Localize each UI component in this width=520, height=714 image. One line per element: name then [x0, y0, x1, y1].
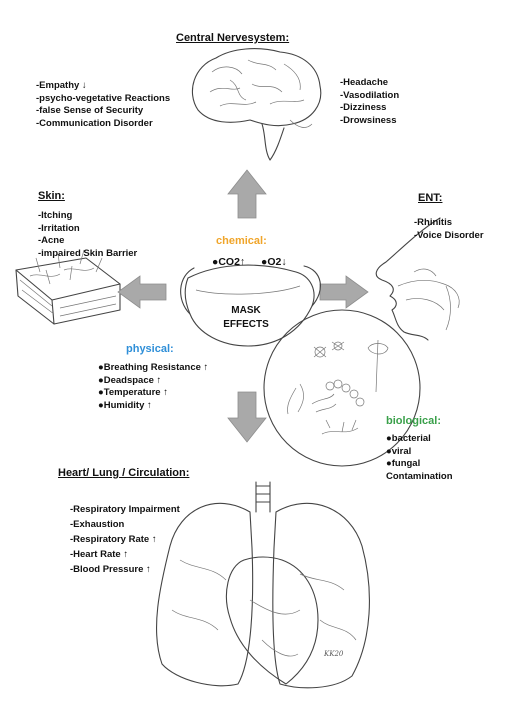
list-item: -Irritation [38, 222, 80, 234]
list-item: ●viral [386, 445, 412, 457]
co2-label: ●CO2↑ [212, 256, 246, 268]
chemical-title: chemical: [216, 235, 267, 247]
cns-right-list: -Headache -Vasodilation -Dizziness -Drow… [340, 77, 399, 127]
arrow-right-icon [319, 275, 369, 309]
artist-signature: KK20 [324, 650, 344, 658]
cns-left-list: -Empathy ↓ -psycho-vegetative Reactions … [36, 80, 170, 130]
lungs-heart-drawing [155, 481, 370, 689]
list-item: ●Temperature ↑ [98, 387, 168, 398]
heart-list: -Respiratory Impairment -Exhaustion -Res… [70, 502, 180, 577]
list-item: -Heart Rate ↑ [70, 549, 129, 560]
list-item: -Itching [38, 210, 73, 221]
list-item: -Respiratory Impairment [70, 504, 180, 515]
heart-title: Heart/ Lung / Circulation: [58, 467, 190, 479]
list-item: ●bacterial [386, 433, 431, 444]
physical-list: ●Breathing Resistance ↑ ●Deadspace ↑ ●Te… [98, 362, 208, 412]
brain-drawing [191, 48, 322, 161]
arrow-left-icon [117, 275, 167, 309]
biological-list: ●bacterial ●viral ●fungal Contamination [386, 433, 453, 483]
list-item: -Respiratory Rate ↑ [70, 534, 157, 545]
list-item: -Acne [38, 235, 65, 246]
list-item: -Blood Pressure ↑ [70, 564, 151, 575]
list-item: Contamination [386, 470, 453, 482]
mask-label-line1: MASK [231, 305, 261, 316]
list-item: -Rhinitis [414, 217, 452, 228]
skin-list: -Itching -Irritation -Acne -impaired Ski… [38, 210, 137, 260]
arrow-down-icon [227, 391, 267, 443]
ent-face-drawing [375, 217, 460, 341]
list-item: -psycho-vegetative Reactions [36, 92, 171, 104]
list-item: -Exhaustion [70, 519, 125, 530]
microbes-circle-drawing [263, 309, 421, 467]
skin-drawing [15, 249, 121, 325]
ent-list: -Rhinitis -Voice Disorder [414, 217, 484, 242]
list-item: -impaired Skin Barrier [38, 247, 138, 259]
list-item: -Voice Disorder [414, 229, 484, 241]
list-item: -false Sense of Security [36, 105, 144, 116]
list-item: ●fungal [386, 458, 421, 469]
skin-title: Skin: [38, 190, 65, 202]
list-item: -Empathy ↓ [36, 80, 87, 91]
list-item: -Dizziness [340, 102, 387, 113]
o2-label: ●O2↓ [261, 256, 287, 268]
list-item: ●Breathing Resistance ↑ [98, 362, 209, 373]
biological-title: biological: [386, 415, 441, 427]
list-item: -Drowsiness [340, 114, 397, 126]
list-item: -Headache [340, 77, 389, 88]
chemical-values: ●CO2↑ ●O2↓ [212, 256, 287, 269]
physical-title: physical: [126, 343, 174, 355]
mask-effects-label: MASK EFFECTS [218, 304, 274, 332]
cns-title: Central Nervesystem: [176, 32, 290, 44]
ent-title: ENT: [418, 192, 443, 204]
mask-label-line2: EFFECTS [223, 319, 269, 330]
mask-drawing [180, 264, 321, 347]
list-item: -Communication Disorder [36, 117, 153, 129]
list-item: -Vasodilation [340, 89, 400, 101]
list-item: ●Deadspace ↑ [98, 374, 162, 386]
list-item: ●Humidity ↑ [98, 399, 152, 411]
arrow-up-icon [227, 169, 267, 219]
